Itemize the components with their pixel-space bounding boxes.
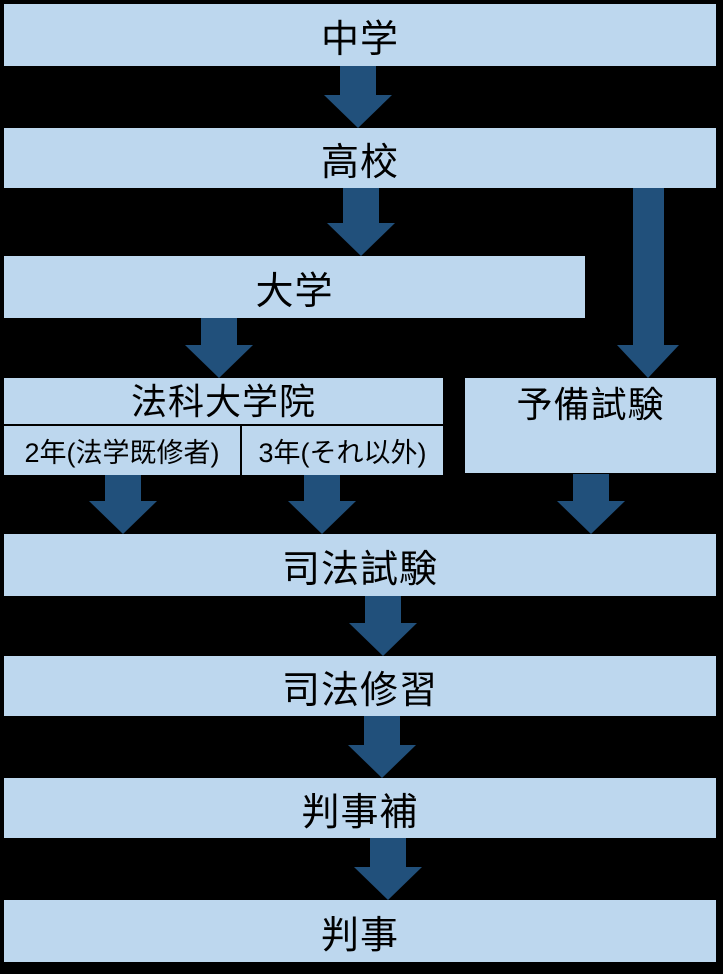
- node-chugaku: 中学: [4, 4, 716, 66]
- arrow-chugaku-to-koko-icon: [324, 66, 392, 128]
- arrow-shaft: [304, 475, 340, 501]
- node-koko-label: 高校: [320, 141, 399, 184]
- node-hoka-daigakuin: 法科大学院 2年(法学既修者) 3年(それ以外): [4, 378, 443, 475]
- arrow-head: [349, 623, 417, 656]
- arrow-hanjiho-to-hanji-icon: [354, 838, 422, 900]
- node-shiho-shiken-label: 司法試験: [281, 548, 438, 591]
- node-hoka-daigakuin-cells: 2年(法学既修者) 3年(それ以外): [4, 426, 443, 475]
- arrow-head: [288, 501, 356, 534]
- node-hanji: 判事: [4, 900, 716, 962]
- arrow-head: [324, 95, 392, 128]
- arrow-head: [327, 223, 395, 256]
- node-hoka-daigakuin-title: 法科大学院: [4, 378, 443, 426]
- node-daigaku: 大学: [4, 256, 585, 318]
- node-shiho-shiken: 司法試験: [4, 534, 716, 596]
- node-hoka-daigakuin-cell-2yr: 2年(法学既修者): [4, 426, 242, 475]
- arrow-koko-to-yobi-shiken-icon: [617, 188, 679, 378]
- arrow-shaft: [343, 188, 379, 223]
- arrow-hoka-3yr-to-shiho-shiken-icon: [288, 475, 356, 534]
- node-shiho-shushu: 司法修習: [4, 656, 716, 716]
- node-hanji-label: 判事: [320, 914, 399, 957]
- node-hanjiho: 判事補: [4, 778, 716, 838]
- arrow-shaft: [364, 716, 400, 745]
- node-koko: 高校: [4, 128, 716, 188]
- arrow-yobi-to-shiho-shiken-icon: [557, 474, 625, 534]
- arrow-hoka-2yr-to-shiho-shiken-icon: [89, 475, 157, 534]
- arrow-shiho-shiken-to-shushu-icon: [349, 596, 417, 656]
- arrow-daigaku-to-hoka-daigakuin-icon: [185, 318, 253, 378]
- arrow-head: [185, 345, 253, 378]
- arrow-shaft: [340, 66, 376, 95]
- node-daigaku-label: 大学: [255, 270, 334, 313]
- node-hanjiho-label: 判事補: [301, 791, 419, 834]
- arrow-shaft: [573, 474, 609, 501]
- arrow-shaft: [365, 596, 401, 623]
- arrow-shaft: [370, 838, 406, 867]
- node-chugaku-label: 中学: [320, 18, 399, 61]
- arrow-shushu-to-hanjiho-icon: [348, 716, 416, 778]
- node-yobi-shiken: 予備試験: [465, 378, 716, 473]
- node-shiho-shushu-label: 司法修習: [281, 669, 438, 712]
- node-yobi-shiken-label: 予備試験: [516, 384, 665, 425]
- arrow-head: [348, 745, 416, 778]
- arrow-head: [89, 501, 157, 534]
- node-hoka-daigakuin-cell-3yr: 3年(それ以外): [258, 438, 427, 468]
- arrow-head: [617, 345, 679, 378]
- arrow-shaft: [632, 188, 664, 345]
- arrow-koko-to-daigaku-icon: [327, 188, 395, 256]
- arrow-head: [354, 867, 422, 900]
- arrow-head: [557, 501, 625, 534]
- arrow-shaft: [201, 318, 237, 345]
- arrow-shaft: [105, 475, 141, 501]
